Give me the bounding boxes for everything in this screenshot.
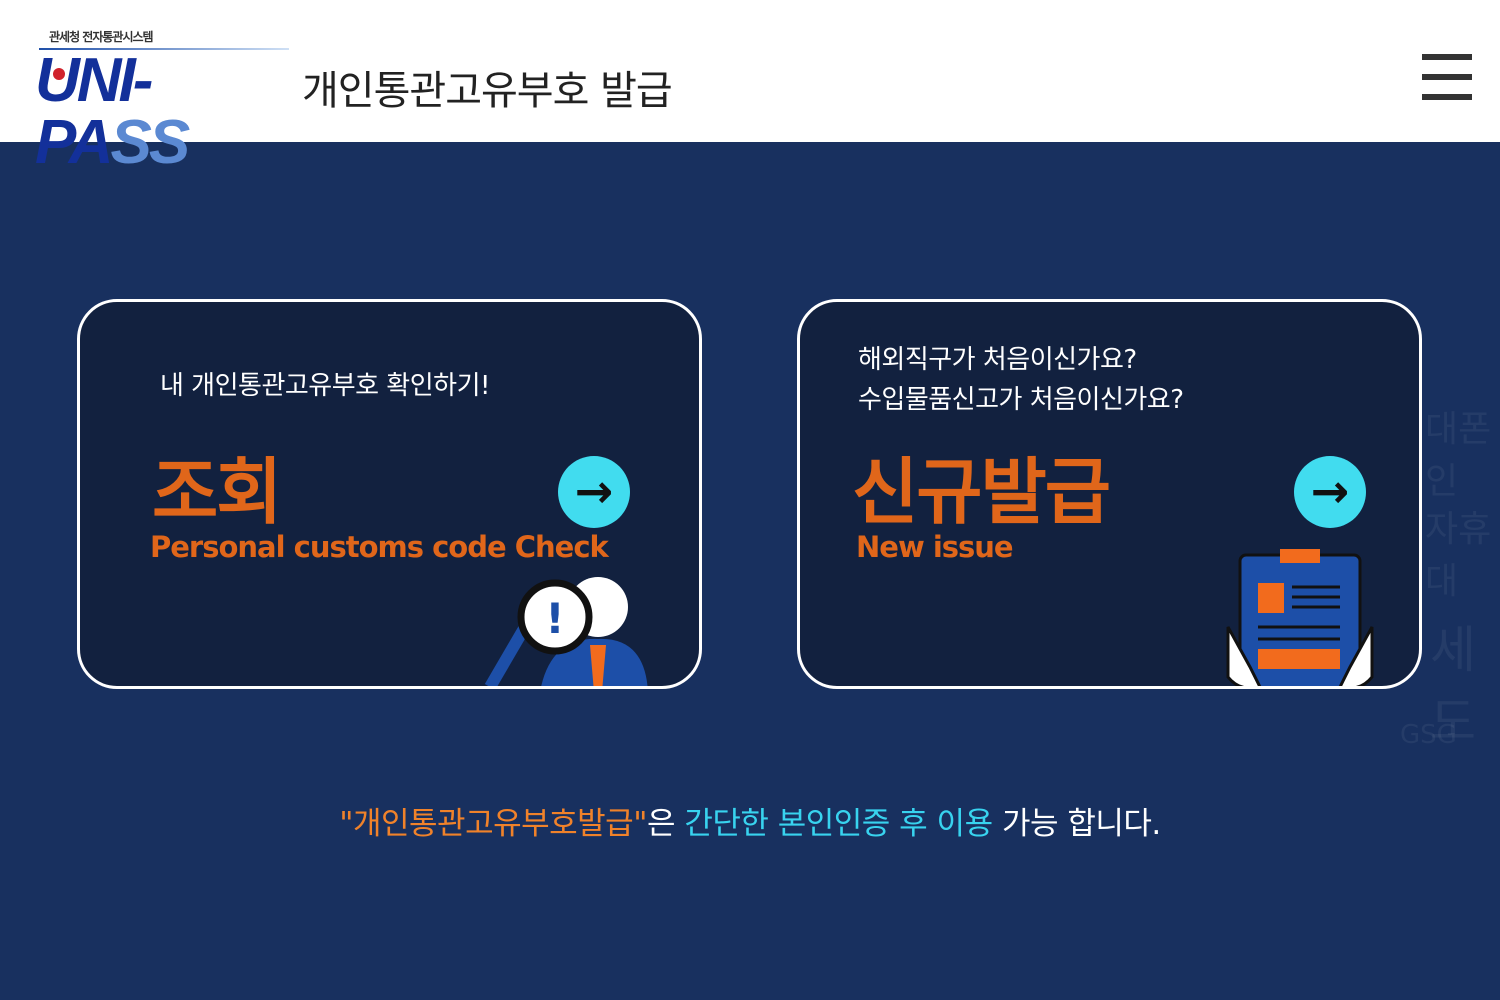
new-issue-subtitle: New issue xyxy=(856,530,1014,564)
page-title: 개인통관고유부호 발급 xyxy=(302,68,673,114)
logo-line xyxy=(39,48,289,50)
clipboard-document-icon xyxy=(1226,549,1374,686)
logo-subtitle: 관세청 전자통관시스템 xyxy=(49,30,154,44)
watermark: 세도 xyxy=(1430,621,1476,751)
logo-taegeuk-icon xyxy=(53,68,65,80)
magnifier-person-icon: ! xyxy=(484,577,648,686)
header: 관세청 전자통관시스템 UNI-PASS 개인통관고유부호 발급 xyxy=(0,0,1500,174)
new-issue-card[interactable]: 해외직구가 처음이신가요? 수입물품신고가 처음이신가요? 신규발급 New i… xyxy=(797,299,1422,689)
lookup-intro: 내 개인통관고유부호 확인하기! xyxy=(160,371,490,401)
new-issue-title: 신규발급 xyxy=(852,450,1111,534)
hamburger-menu-button[interactable] xyxy=(1422,54,1472,100)
watermark: 자휴대 xyxy=(1425,509,1492,602)
footer-notice: "개인통관고유부호발급"은 간단한 본인인증 후 이용 가능 합니다. xyxy=(339,806,1161,842)
watermark: 대폰인 xyxy=(1425,409,1492,502)
unipass-logo[interactable]: 관세청 전자통관시스템 UNI-PASS xyxy=(35,28,290,174)
watermark: GSG xyxy=(1400,720,1457,750)
lookup-title: 조회 xyxy=(152,450,282,534)
lookup-card[interactable]: 내 개인통관고유부호 확인하기! 조회 Personal customs cod… xyxy=(77,299,702,689)
hamburger-icon xyxy=(1422,54,1472,60)
lookup-subtitle: Personal customs code Check xyxy=(150,530,609,564)
logo-mark: UNI-PASS xyxy=(35,46,190,177)
arrow-right-icon[interactable]: → xyxy=(558,456,630,528)
arrow-right-icon[interactable]: → xyxy=(1294,456,1366,528)
svg-text:!: ! xyxy=(545,594,564,643)
new-issue-intro: 해외직구가 처음이신가요? 수입물품신고가 처음이신가요? xyxy=(858,345,1184,415)
